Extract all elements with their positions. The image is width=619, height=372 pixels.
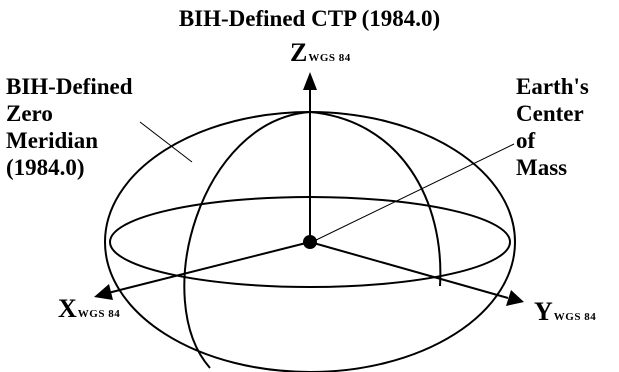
z-axis-subscript: WGS 84 <box>308 52 351 64</box>
zero-meridian-label-line-1: BIH-Defined <box>6 74 133 99</box>
z-axis-arrowhead <box>303 72 317 90</box>
center-of-mass-dot <box>303 235 317 249</box>
x-axis-line <box>107 241 311 294</box>
zero-meridian-label-line-3: Meridian <box>6 128 98 153</box>
y-axis-letter: Y <box>534 297 553 326</box>
y-axis-arrowhead <box>506 290 524 306</box>
y-axis-subscript: WGS 84 <box>553 311 597 323</box>
center-of-mass-label-line-2: Center <box>516 101 584 126</box>
x-axis-label: XWGS 84 <box>58 294 120 324</box>
center-of-mass-label-line-1: Earth's <box>516 74 589 99</box>
y-axis-label: YWGS 84 <box>534 297 596 327</box>
zero-meridian-leader-line <box>139 121 193 163</box>
x-axis-subscript: WGS 84 <box>77 308 121 320</box>
center-of-mass-leader-line <box>311 143 515 243</box>
z-axis-letter: Z <box>290 38 308 67</box>
x-axis-arrowhead <box>94 284 113 300</box>
x-axis-letter: X <box>58 294 77 323</box>
zero-meridian-label: BIH-Defined Zero Meridian (1984.0) <box>6 73 133 181</box>
z-axis-label: ZWGS 84 <box>290 38 351 68</box>
zero-meridian-arc <box>183 111 311 369</box>
center-of-mass-label: Earth's Center of Mass <box>516 73 589 181</box>
diagram-title: BIH-Defined CTP (1984.0) <box>178 6 441 31</box>
y-axis-line <box>309 241 509 299</box>
zero-meridian-label-line-4: (1984.0) <box>6 155 85 180</box>
center-of-mass-label-line-3: of <box>516 128 536 153</box>
center-of-mass-label-line-4: Mass <box>516 155 568 180</box>
zero-meridian-label-line-2: Zero <box>6 101 53 126</box>
meridian-arc-right <box>309 111 442 287</box>
